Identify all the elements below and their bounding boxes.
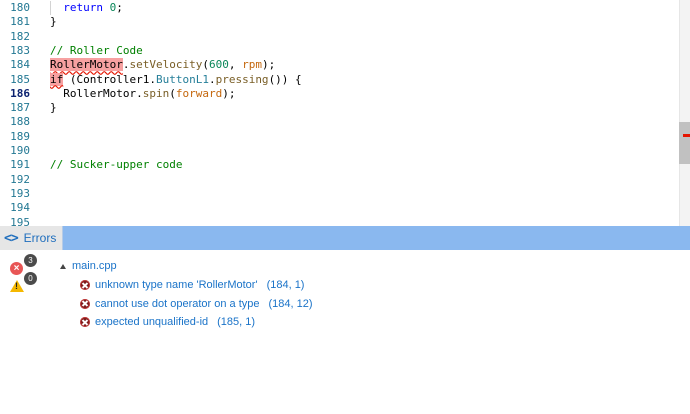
code-token: ( xyxy=(169,86,176,100)
error-marker xyxy=(683,134,690,137)
code-token: forward xyxy=(175,86,223,100)
code-token: // Sucker-upper code xyxy=(50,158,183,172)
code-token: ( xyxy=(202,58,209,72)
line-number: 191 xyxy=(10,158,30,172)
code-brackets-icon: <> xyxy=(4,230,19,246)
code-token: spin xyxy=(142,86,170,100)
error-count-badge: 3 xyxy=(24,254,37,267)
problem-message: unknown type name 'RollerMotor' xyxy=(95,279,258,291)
code-token: RollerMotor. xyxy=(50,86,143,100)
line-number: 181 xyxy=(10,15,30,29)
line-number: 187 xyxy=(10,101,30,115)
code-token: } xyxy=(50,101,57,115)
line-number: 189 xyxy=(10,129,30,143)
errors-panel-header: <> Errors xyxy=(0,226,690,250)
code-token: // Roller Code xyxy=(50,43,143,57)
problem-message: cannot use dot operator on a type xyxy=(95,297,260,310)
code-token: ButtonL1 xyxy=(155,72,209,86)
code-line[interactable]: if (Controller1.ButtonL1.pressing()) { xyxy=(50,72,302,87)
code-token: (Controller1. xyxy=(63,72,156,86)
code-token: ; xyxy=(116,1,123,14)
line-number: 188 xyxy=(10,115,30,129)
line-number: 182 xyxy=(10,29,30,43)
code-token: , xyxy=(228,58,243,72)
line-number: 184 xyxy=(10,58,30,72)
code-token: . xyxy=(208,72,216,86)
code-line[interactable]: return 0; xyxy=(50,1,123,15)
scrollbar-thumb[interactable] xyxy=(679,122,690,164)
problem-item[interactable]: unknown type name 'RollerMotor' (184, 1) xyxy=(80,279,304,291)
error-icon xyxy=(80,317,90,328)
errors-panel: × 3 0 main.cpp unknown type name 'Roller… xyxy=(0,250,690,414)
error-count-indicator[interactable]: × 3 xyxy=(10,254,37,275)
code-line[interactable]: // Roller Code xyxy=(50,44,143,58)
code-line[interactable]: RollerMotor.spin(forward); xyxy=(50,87,235,101)
line-number: 194 xyxy=(10,201,30,215)
warning-icon xyxy=(10,280,24,292)
code-token: pressing xyxy=(215,72,269,86)
code-token: 0 xyxy=(109,1,117,14)
code-token: ()) { xyxy=(268,72,302,86)
line-number: 185 xyxy=(10,72,30,86)
error-icon: × xyxy=(10,262,23,275)
error-icon xyxy=(80,280,90,290)
code-token: ); xyxy=(261,58,276,72)
problem-location: (184, 1) xyxy=(266,279,305,291)
code-token xyxy=(50,1,63,14)
code-token: . xyxy=(122,58,130,72)
code-line[interactable]: RollerMotor.setVelocity(600, rpm); xyxy=(50,58,275,72)
code-token: rpm xyxy=(242,58,262,72)
line-number: 190 xyxy=(10,144,30,157)
code-token xyxy=(103,1,110,14)
warning-count-indicator[interactable]: 0 xyxy=(10,272,37,293)
code-token: return xyxy=(63,1,103,14)
problem-location: (184, 12) xyxy=(268,297,313,310)
file-group-row[interactable]: main.cpp xyxy=(60,260,117,272)
indent-guide xyxy=(50,1,51,15)
error-token: if xyxy=(50,72,64,86)
code-line[interactable]: // Sucker-upper code xyxy=(50,158,182,172)
code-token: ); xyxy=(222,86,236,100)
line-number: 183 xyxy=(10,43,30,57)
tab-errors[interactable]: <> Errors xyxy=(0,226,64,250)
code-token: 600 xyxy=(208,58,229,72)
error-token: RollerMotor xyxy=(50,58,123,72)
error-icon xyxy=(80,298,90,309)
line-number: 180 xyxy=(10,1,30,14)
problem-message: expected unqualified-id xyxy=(95,316,209,329)
problem-item[interactable]: cannot use dot operator on a type (184, 1… xyxy=(80,298,313,310)
warning-count-badge: 0 xyxy=(24,272,37,285)
collapse-caret-icon[interactable] xyxy=(60,263,66,269)
line-number: 195 xyxy=(10,215,30,227)
code-line[interactable]: } xyxy=(50,101,57,115)
editor-vertical-scrollbar[interactable] xyxy=(679,0,690,226)
code-token: setVelocity xyxy=(129,58,203,72)
line-number: 192 xyxy=(10,172,30,186)
line-number: 193 xyxy=(10,186,30,200)
problem-item[interactable]: expected unqualified-id (185, 1) xyxy=(80,316,255,328)
tab-label: Errors xyxy=(23,231,57,245)
code-token: } xyxy=(50,15,57,29)
file-name[interactable]: main.cpp xyxy=(72,260,117,272)
code-line[interactable]: } xyxy=(50,15,57,29)
line-number: 186 xyxy=(10,86,30,100)
problem-location: (185, 1) xyxy=(217,316,256,329)
